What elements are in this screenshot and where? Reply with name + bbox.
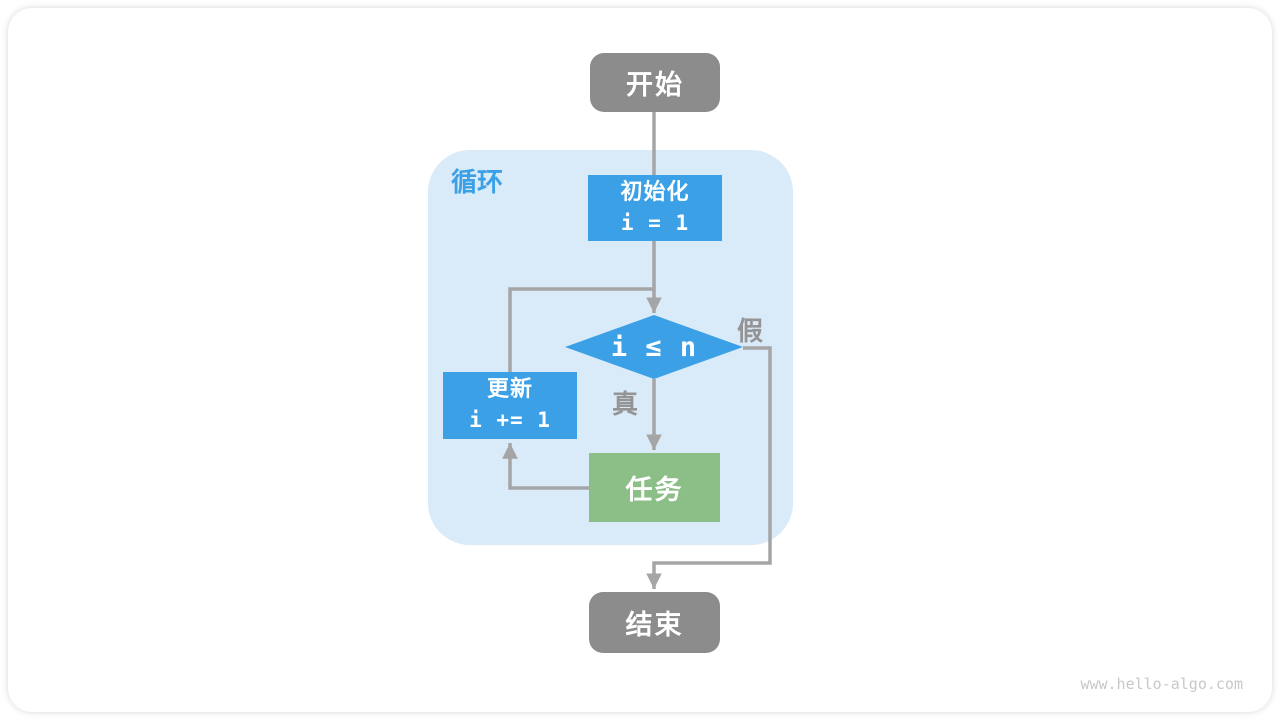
condition-diamond-shape bbox=[565, 315, 743, 379]
false-branch-label: 假 bbox=[737, 317, 764, 347]
update-node-code: i += 1 bbox=[469, 408, 551, 433]
edge-task-to-update bbox=[502, 443, 589, 490]
end-node: 结束 bbox=[589, 592, 720, 653]
true-branch-label: 真 bbox=[612, 390, 639, 420]
condition-node-code: i ≤ n bbox=[610, 331, 698, 363]
init-node: 初始化 i = 1 bbox=[588, 175, 722, 241]
watermark-text: www.hello-algo.com bbox=[1080, 675, 1243, 693]
start-node: 开始 bbox=[590, 53, 720, 112]
update-node: 更新 i += 1 bbox=[443, 372, 577, 439]
edge-update-loopback bbox=[508, 287, 654, 373]
init-node-title: 初始化 bbox=[620, 179, 690, 205]
start-node-label: 开始 bbox=[626, 70, 684, 101]
end-node-label: 结束 bbox=[625, 610, 684, 641]
init-node-code: i = 1 bbox=[620, 210, 690, 235]
task-node: 任务 bbox=[589, 453, 720, 522]
condition-node: i ≤ n bbox=[565, 315, 743, 379]
edge-condition-false-to-end bbox=[646, 346, 772, 589]
update-node-title: 更新 bbox=[486, 377, 533, 403]
task-node-label: 任务 bbox=[625, 475, 684, 506]
loop-scope-label: 循环 bbox=[451, 168, 504, 198]
